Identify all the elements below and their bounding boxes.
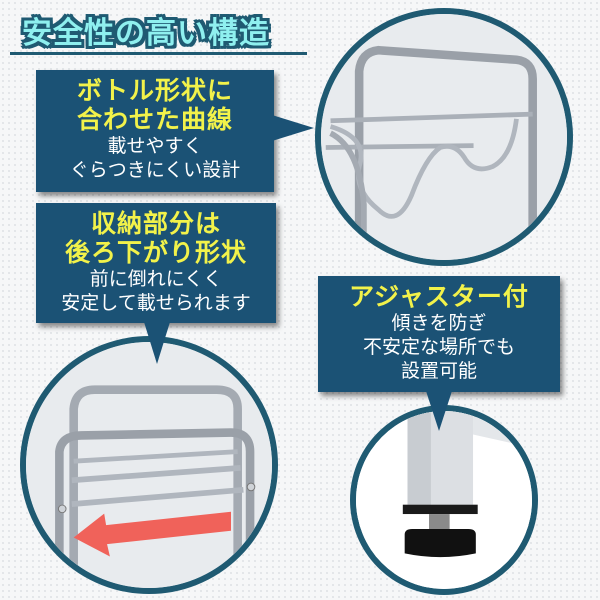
callout-body: 載せやすく — [107, 135, 203, 157]
callout-bottle-curve: ボトル形状に 合わせた曲線 載せやすく ぐらつきにくい設計 — [36, 70, 274, 192]
callout-pointer — [426, 391, 452, 431]
callout-body: 設置可能 — [400, 360, 477, 382]
callout-heading: アジャスター付 — [349, 282, 529, 311]
callout-pointer — [272, 115, 314, 141]
callout-body: 前に倒れにくく — [89, 268, 223, 290]
adjuster-image — [350, 405, 538, 595]
title-underline — [10, 52, 307, 55]
rear-slope-image — [20, 336, 278, 594]
rack-slope-illustration — [26, 342, 272, 588]
adjuster-foot-illustration — [356, 411, 532, 589]
arrow-left-icon — [73, 511, 231, 557]
rack-curve-illustration — [321, 14, 567, 260]
callout-body: 安定して載せられます — [61, 292, 251, 314]
callout-body: 不安定な場所でも — [362, 336, 515, 358]
callout-heading: 後ろ下がり形状 — [64, 238, 247, 267]
callout-heading: 収納部分は — [90, 209, 221, 238]
page-title: 安全性の高い構造 — [22, 16, 270, 51]
callout-body: 傾きを防ぎ — [391, 312, 487, 334]
callout-body: ぐらつきにくい設計 — [69, 159, 241, 181]
callout-pointer — [144, 322, 170, 364]
callout-heading: 合わせた曲線 — [76, 105, 233, 134]
callout-rear-slope: 収納部分は 後ろ下がり形状 前に倒れにくく 安定して載せられます — [36, 203, 276, 323]
callout-heading: ボトル形状に — [76, 76, 233, 105]
bottle-curve-image — [315, 8, 573, 266]
callout-adjuster: アジャスター付 傾きを防ぎ 不安定な場所でも 設置可能 — [318, 276, 560, 392]
